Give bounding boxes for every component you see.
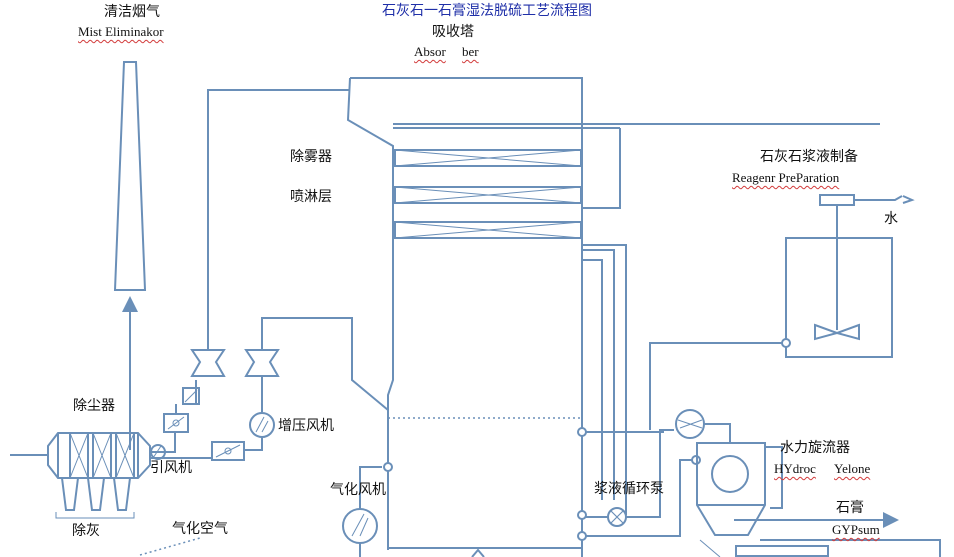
demister-label: 除雾器	[290, 149, 332, 165]
absorber-label-en-2: ber	[462, 45, 479, 58]
booster-fan	[249, 412, 275, 438]
absorber-label-en-2-text: ber	[462, 44, 479, 59]
damper-1	[182, 387, 200, 405]
limestone-label-en-text: Reagenr PreParation	[732, 170, 840, 185]
limestone-label-en: Reagenr PreParation	[732, 171, 839, 184]
circulation-pump-label: 浆液循环泵	[594, 481, 664, 497]
oxidation-air-line	[139, 537, 201, 556]
demister-layer	[394, 149, 582, 167]
hydrocyclone-label-en-1-text: HYdroc	[774, 461, 816, 476]
induced-fan-label: 引风机	[150, 460, 192, 476]
hydrocyclone-label-en-2-text: Yelone	[834, 461, 871, 476]
dust-collector	[47, 432, 151, 519]
damper-3	[211, 441, 245, 461]
gypsum-label-en-text: GYPsum	[832, 522, 880, 537]
hydrocyclone-label-cn: 水力旋流器	[780, 440, 850, 456]
dust-collector-label: 除尘器	[73, 398, 115, 414]
oxidation-fan	[342, 462, 393, 557]
hydrocyclone-label-en-1: HYdroc	[774, 462, 816, 475]
spray-layer-2	[394, 221, 582, 239]
spray-layer-label: 喷淋层	[290, 189, 332, 205]
ash-removal-label: 除灰	[72, 523, 100, 539]
circulation-pump	[577, 427, 674, 541]
spray-layer-1	[394, 186, 582, 204]
gas-heater-right	[244, 349, 280, 377]
chimney-label-cn: 清洁烟气	[104, 4, 160, 20]
gypsum-label-en: GYPsum	[832, 523, 880, 536]
booster-fan-label: 增压风机	[278, 418, 334, 434]
water-label: 水	[884, 211, 898, 227]
damper-2	[163, 413, 189, 433]
oxidation-fan-label: 气化风机	[330, 482, 386, 498]
hydrocyclone	[696, 442, 941, 557]
spray-feed-pipes	[581, 128, 627, 515]
chimney	[113, 61, 147, 291]
limestone-tank	[649, 194, 915, 430]
hydrocyclone-label-en-2: Yelone	[834, 462, 870, 475]
absorber-tower	[346, 77, 880, 557]
chimney-label-en-text: Mist Eliminakor	[78, 24, 164, 39]
absorber-label-en-1-text: Absor	[414, 44, 446, 59]
absorber-label-en-1: Absor	[414, 45, 446, 58]
clean-gas-duct	[122, 89, 389, 450]
diagram-title: 石灰石一石膏湿法脱硫工艺流程图	[382, 3, 592, 19]
chimney-label-en: Mist Eliminakor	[78, 25, 164, 38]
gypsum-label-cn: 石膏	[836, 500, 864, 516]
oxidation-air-label: 气化空气	[172, 521, 228, 537]
limestone-label-cn: 石灰石浆液制备	[760, 149, 858, 165]
absorber-label-cn: 吸收塔	[432, 24, 474, 40]
gas-heater-left	[190, 349, 226, 377]
